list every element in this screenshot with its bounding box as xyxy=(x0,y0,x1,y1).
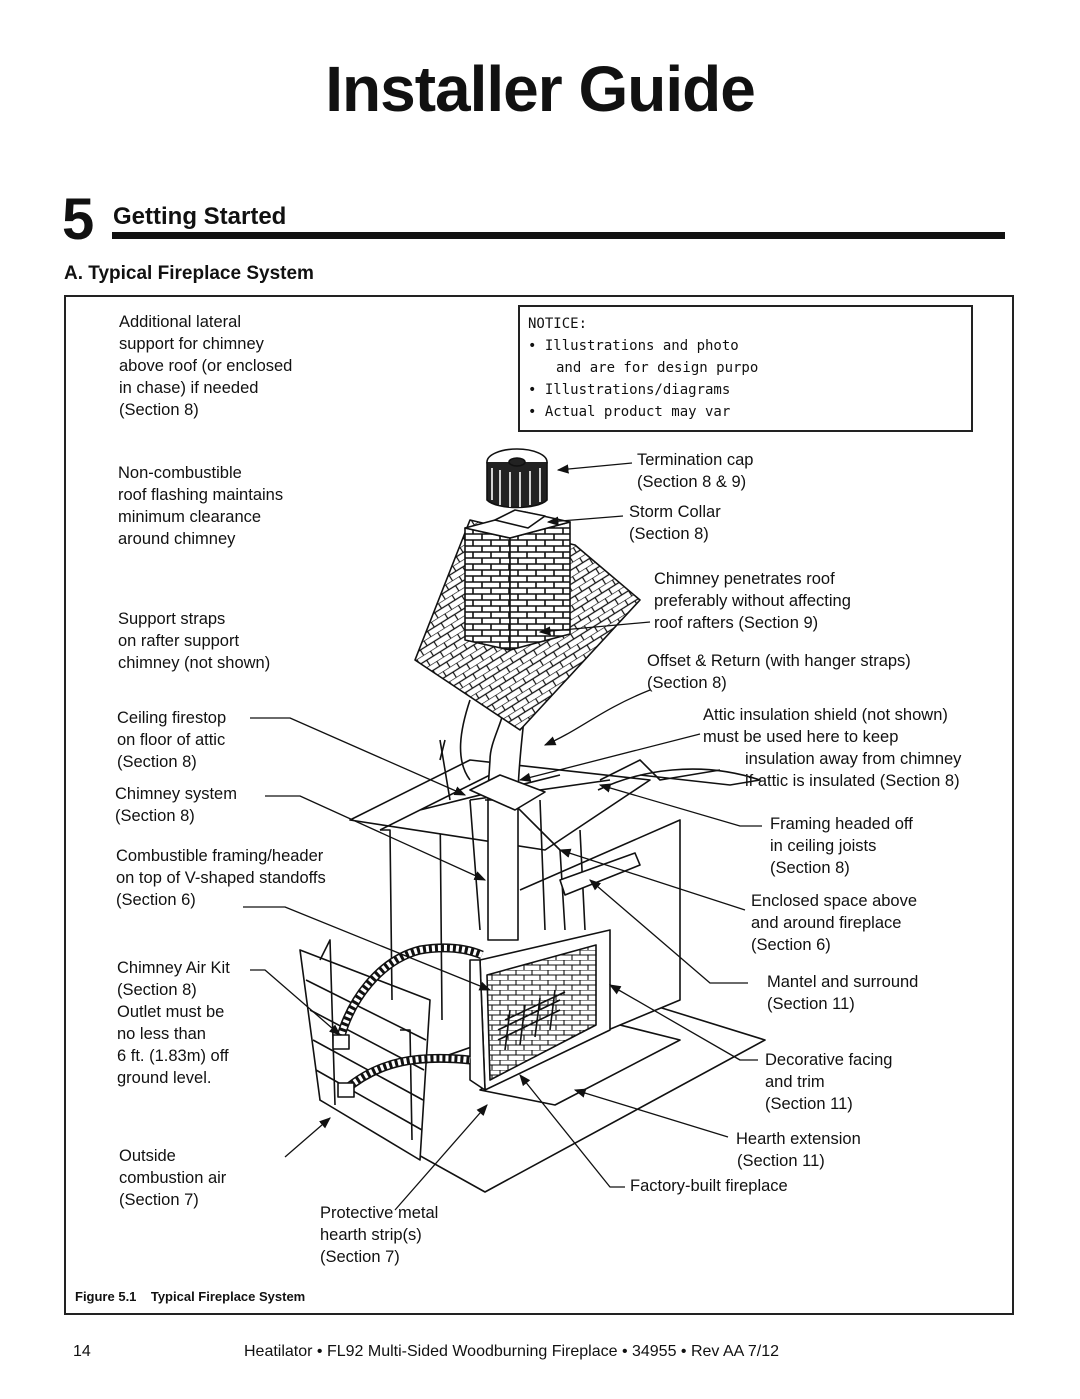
callout-lateral-support: Additional lateral support for chimney a… xyxy=(119,313,293,419)
callout-attic-insulation-shield: Attic insulation shield (not shown) must… xyxy=(703,706,962,790)
callout-roof-flashing: Non-combustible roof flashing maintains … xyxy=(118,464,284,548)
subsection-title: A. Typical Fireplace System xyxy=(64,263,314,284)
mantel xyxy=(559,852,641,896)
callout-chimney-air-kit: Chimney Air Kit (Section 8) Outlet must … xyxy=(117,959,230,1087)
callout-decorative-facing: Decorative facing and trim (Section 11) xyxy=(765,1051,893,1113)
callout-hearth-strip: Protective metal hearth strip(s) (Sectio… xyxy=(320,1204,439,1266)
footer-text: Heatilator • FL92 Multi-Sided Woodburnin… xyxy=(244,1343,780,1360)
notice-line: and are for design purpo xyxy=(556,360,759,376)
termination-cap-body xyxy=(486,462,548,509)
callout-combustible-framing: Combustible framing/header on top of V-s… xyxy=(116,847,326,909)
notice-box: NOTICE: • Illustrations and photo and ar… xyxy=(518,305,973,432)
firebox xyxy=(486,944,597,1081)
callout-factory-built-fireplace: Factory-built fireplace xyxy=(630,1177,788,1195)
ceiling-firestop xyxy=(469,774,546,811)
notice-heading: NOTICE: xyxy=(528,316,588,332)
notice-line: • Illustrations and photo xyxy=(528,338,739,354)
callout-framing-headed-off: Framing headed off in ceiling joists (Se… xyxy=(770,815,913,877)
figure-frame xyxy=(64,295,1014,1315)
callout-hearth-extension: Hearth extension (Section 11) xyxy=(736,1130,861,1170)
callout-storm-collar: Storm Collar (Section 8) xyxy=(629,503,721,543)
storm-collar xyxy=(494,509,546,529)
section-title: Getting Started xyxy=(113,203,287,230)
callout-chimney-system: Chimney system (Section 8) xyxy=(115,785,237,825)
section-rule xyxy=(112,232,1005,239)
section-number: 5 xyxy=(62,187,95,252)
callout-enclosed-space: Enclosed space above and around fireplac… xyxy=(751,892,918,954)
chimney-chase-side xyxy=(509,521,571,651)
chimney-pipe xyxy=(487,790,519,941)
callout-support-straps: Support straps on rafter support chimney… xyxy=(118,610,271,672)
page-title: Installer Guide xyxy=(325,53,756,125)
callout-mantel-surround: Mantel and surround (Section 11) xyxy=(767,973,919,1013)
notice-line: • Actual product may var xyxy=(528,404,731,420)
callout-chimney-penetrates-roof: Chimney penetrates roof preferably witho… xyxy=(654,570,851,632)
chimney-chase-front xyxy=(464,527,511,651)
callout-ceiling-firestop: Ceiling firestop on floor of attic (Sect… xyxy=(117,709,227,771)
page-number: 14 xyxy=(73,1343,91,1360)
notice-line: • Illustrations/diagrams xyxy=(528,382,731,398)
figure-caption: Figure 5.1 Typical Fireplace System xyxy=(75,1289,306,1304)
callout-offset-return: Offset & Return (with hanger straps) (Se… xyxy=(647,652,911,692)
callout-termination-cap: Termination cap (Section 8 & 9) xyxy=(637,451,754,491)
fire-grate xyxy=(497,989,566,1051)
callout-outside-combustion-air: Outside combustion air (Section 7) xyxy=(119,1147,227,1209)
